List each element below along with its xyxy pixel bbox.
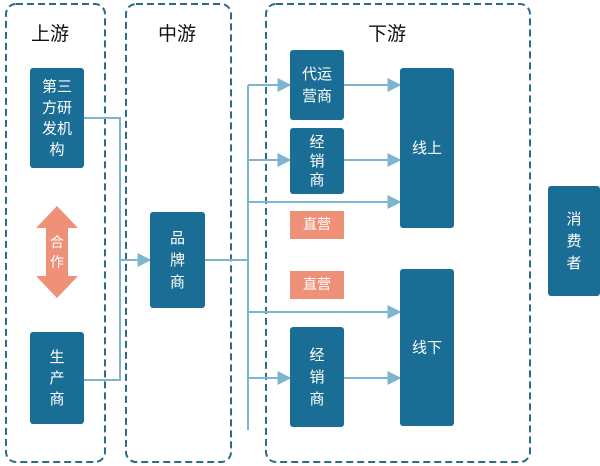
node-production-line-2: 商 <box>49 390 64 408</box>
tag-direct-online: 直营 <box>290 211 344 239</box>
node-production-line-0: 生 <box>49 348 64 366</box>
node-third-party-research-line-1: 方研 <box>42 99 72 117</box>
cooperation-arrow: 合作 <box>36 206 78 298</box>
group-midstream-title: 中游 <box>158 23 196 45</box>
node-distributor-online-line-1: 销 <box>309 152 324 170</box>
edge-research-to-brand <box>84 117 152 267</box>
group-midstream <box>125 3 232 463</box>
double-arrow-icon <box>36 206 78 298</box>
node-brand-line-0: 品 <box>170 229 185 247</box>
node-distributor-online-box <box>290 128 344 194</box>
node-offline-line-0: 线下 <box>412 339 442 357</box>
node-consumer-box <box>548 186 600 296</box>
node-agent-line-0: 代运 <box>302 65 332 83</box>
cooperation-label-line-1: 作 <box>50 255 64 271</box>
node-brand: 品牌商 <box>150 212 205 308</box>
node-online-box <box>400 68 454 228</box>
node-distributor-offline: 经销商 <box>290 327 344 427</box>
node-distributor-online: 经销商 <box>290 128 344 194</box>
node-agent-line-1: 营商 <box>302 87 332 105</box>
node-brand-line-1: 牌 <box>170 251 185 269</box>
edge-production-to-brand <box>84 260 121 381</box>
node-brand-line-2: 商 <box>170 273 185 291</box>
node-brand-box <box>150 212 205 308</box>
node-consumer-line-0: 消 <box>566 210 581 228</box>
node-offline-box <box>400 269 454 426</box>
node-distributor-offline-line-2: 商 <box>309 390 324 408</box>
node-distributor-offline-line-0: 经 <box>309 346 324 364</box>
group-upstream <box>5 3 106 463</box>
tag-direct-online-label: 直营 <box>303 216 331 233</box>
node-production-box <box>30 332 84 424</box>
cooperation-label-line-0: 合 <box>50 235 64 251</box>
node-consumer-line-1: 费 <box>566 232 581 250</box>
tag-direct-offline-label: 直营 <box>303 276 331 293</box>
node-distributor-online-line-2: 商 <box>309 171 324 189</box>
node-online-line-0: 线上 <box>412 139 442 157</box>
tag-direct-offline: 直营 <box>290 271 344 299</box>
group-downstream <box>265 3 531 463</box>
group-downstream-title: 下游 <box>368 23 406 45</box>
tag-direct-offline-box <box>290 271 344 299</box>
node-distributor-offline-box <box>290 327 344 427</box>
node-third-party-research-line-0: 第三 <box>42 78 72 96</box>
node-distributor-offline-line-1: 销 <box>309 368 324 386</box>
node-third-party-research-line-3: 构 <box>49 141 64 159</box>
group-upstream-title: 上游 <box>31 23 69 45</box>
node-consumer-line-2: 者 <box>566 254 581 272</box>
node-online: 线上 <box>400 68 454 228</box>
node-agent-box <box>290 50 344 120</box>
node-production-line-1: 产 <box>49 369 64 387</box>
node-offline: 线下 <box>400 269 454 426</box>
node-third-party-research-box <box>30 68 84 168</box>
tag-direct-online-box <box>290 211 344 239</box>
node-production: 生产商 <box>30 332 84 424</box>
node-third-party-research-line-2: 发机 <box>42 120 72 138</box>
node-consumer: 消费者 <box>548 186 600 296</box>
node-distributor-online-line-0: 经 <box>309 133 324 151</box>
